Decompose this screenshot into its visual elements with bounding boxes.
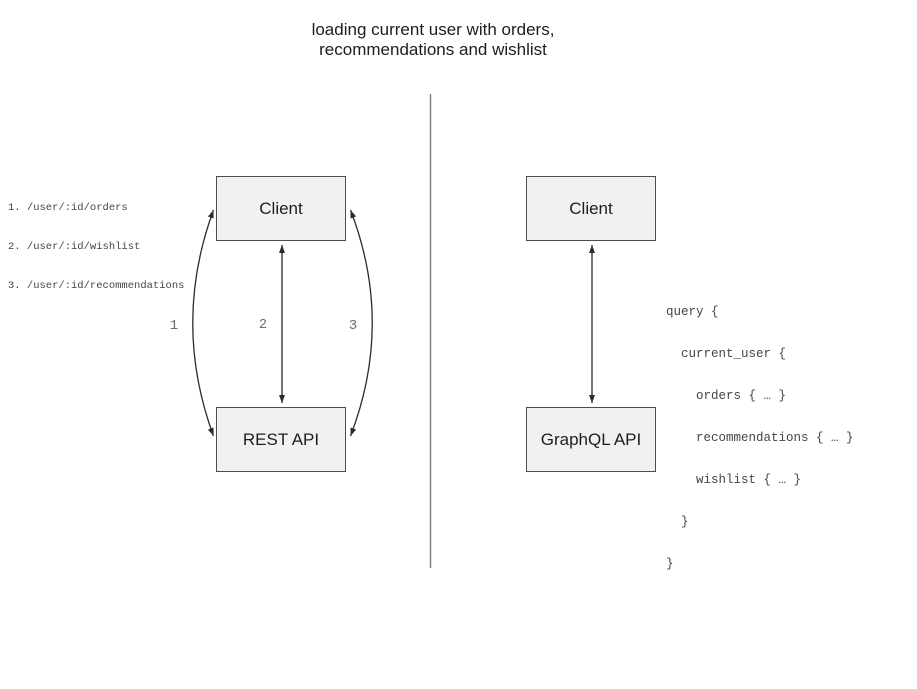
title-line-1: loading current user with orders, bbox=[311, 20, 555, 39]
rest-arrow-label-1: 1 bbox=[169, 318, 179, 334]
query-line-1: query { bbox=[666, 305, 719, 319]
rest-client-label: Client bbox=[259, 198, 303, 218]
diagram-title: loading current user with orders, recomm… bbox=[183, 20, 683, 59]
query-line-5: wishlist { … } bbox=[666, 473, 802, 487]
graphql-api-box: GraphQL API bbox=[526, 407, 656, 472]
graphql-client-label: Client bbox=[569, 198, 613, 218]
rest-endpoint-1: 1. /user/:id/orders bbox=[8, 202, 128, 214]
query-line-6: } bbox=[666, 515, 689, 529]
title-line-2: recommendations and wishlist bbox=[319, 39, 547, 59]
rest-endpoint-list: 1. /user/:id/orders 2. /user/:id/wishlis… bbox=[8, 176, 184, 319]
rest-arrow-label-2: 2 bbox=[258, 317, 268, 333]
graphql-client-box: Client bbox=[526, 176, 656, 241]
graphql-query-code: query { current_user { orders { … } reco… bbox=[666, 277, 854, 599]
rest-api-label: REST API bbox=[242, 429, 320, 449]
rest-client-box: Client bbox=[216, 176, 346, 241]
query-line-2: current_user { bbox=[666, 347, 787, 361]
query-line-4: recommendations { … } bbox=[666, 431, 854, 445]
rest-endpoint-3: 3. /user/:id/recommendations bbox=[8, 280, 185, 292]
query-line-3: orders { … } bbox=[666, 389, 787, 403]
rest-arrow-label-3: 3 bbox=[348, 318, 358, 334]
rest-endpoint-2: 2. /user/:id/wishlist bbox=[8, 241, 141, 253]
rest-api-box: REST API bbox=[216, 407, 346, 472]
graphql-api-label: GraphQL API bbox=[540, 429, 642, 449]
rest-arrow-1-curve bbox=[192, 209, 215, 437]
query-line-7: } bbox=[666, 557, 674, 571]
